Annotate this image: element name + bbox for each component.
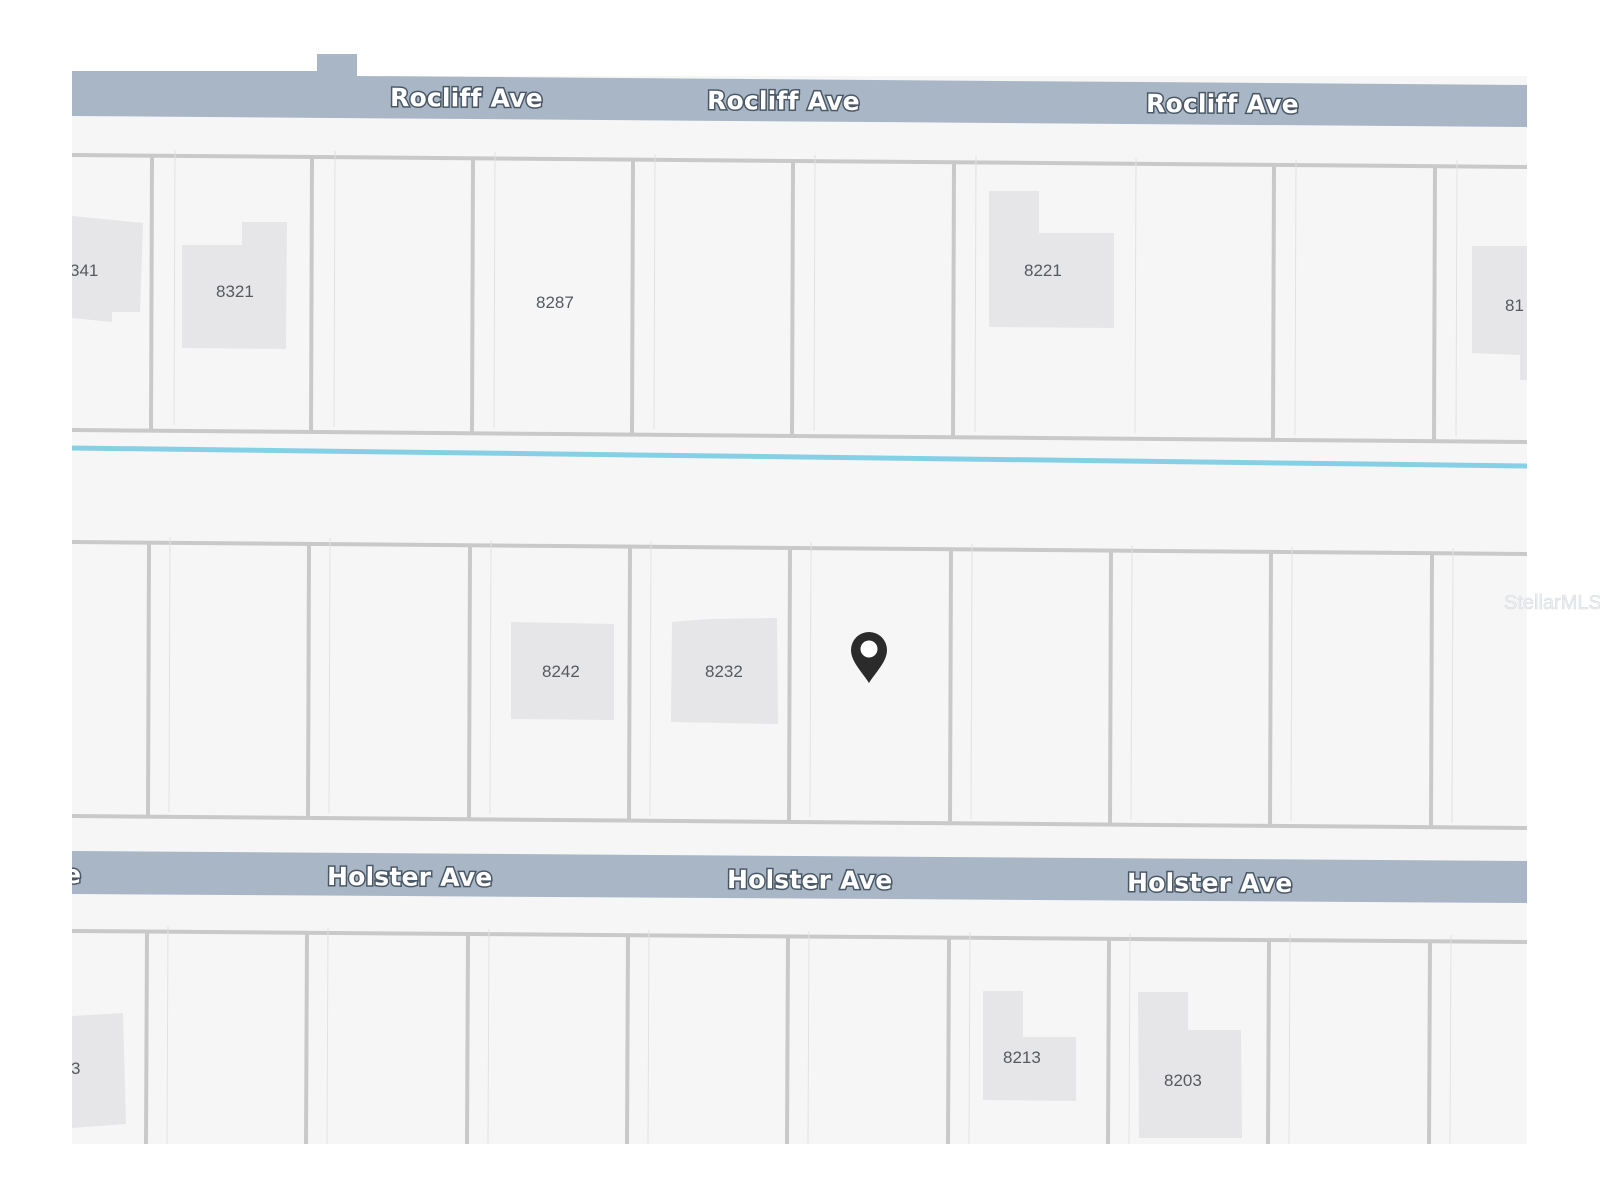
house-number-label: 8213 bbox=[1003, 1048, 1041, 1067]
north-block-lot-lines bbox=[72, 149, 1527, 444]
building-footprint[interactable] bbox=[1138, 992, 1242, 1138]
building-footprint[interactable] bbox=[511, 622, 614, 720]
house-number-label: 8232 bbox=[705, 662, 743, 681]
house-number-label: 8287 bbox=[536, 293, 574, 312]
street-label-rocliff-ave: Rocliff Ave bbox=[1146, 89, 1299, 119]
middle-block-lot-lines bbox=[72, 536, 1527, 830]
map-background bbox=[72, 54, 1527, 1144]
building-footprint[interactable] bbox=[72, 216, 143, 322]
canal-line bbox=[72, 445, 1527, 469]
street-label-holster-ave: e bbox=[64, 860, 81, 889]
street-label-holster-ave: Holster Ave bbox=[727, 865, 893, 895]
south-block-lot-lines bbox=[72, 925, 1527, 1144]
street-label-rocliff-ave: Rocliff Ave bbox=[707, 86, 860, 116]
house-number-label: 8203 bbox=[1164, 1071, 1202, 1090]
house-number-label: 81 bbox=[1505, 296, 1524, 315]
watermark-label: StellarMLS bbox=[1504, 592, 1600, 614]
street-label-holster-ave: Holster Ave bbox=[1127, 868, 1293, 898]
street-label-holster-ave: Holster Ave bbox=[327, 862, 493, 892]
building-footprint[interactable] bbox=[72, 1013, 126, 1128]
house-number-label: 8321 bbox=[216, 282, 254, 301]
street-rocliff-ave[interactable] bbox=[72, 54, 1527, 127]
building-footprint[interactable] bbox=[989, 191, 1114, 328]
map-pin-icon[interactable] bbox=[851, 632, 887, 683]
house-number-label: 341 bbox=[70, 261, 98, 280]
street-label-rocliff-ave: Rocliff Ave bbox=[390, 83, 543, 113]
building-footprint[interactable] bbox=[671, 618, 778, 724]
house-number-label: 8242 bbox=[542, 662, 580, 681]
map-edge-strip bbox=[357, 54, 1527, 76]
street-holster-ave[interactable] bbox=[72, 851, 1527, 903]
house-number-label: 8221 bbox=[1024, 261, 1062, 280]
building-footprint[interactable] bbox=[182, 222, 287, 349]
building-footprint[interactable] bbox=[1472, 246, 1527, 380]
building-footprint[interactable] bbox=[983, 991, 1076, 1101]
house-number-label: 3 bbox=[71, 1059, 80, 1078]
map-edge-strip bbox=[72, 54, 317, 71]
